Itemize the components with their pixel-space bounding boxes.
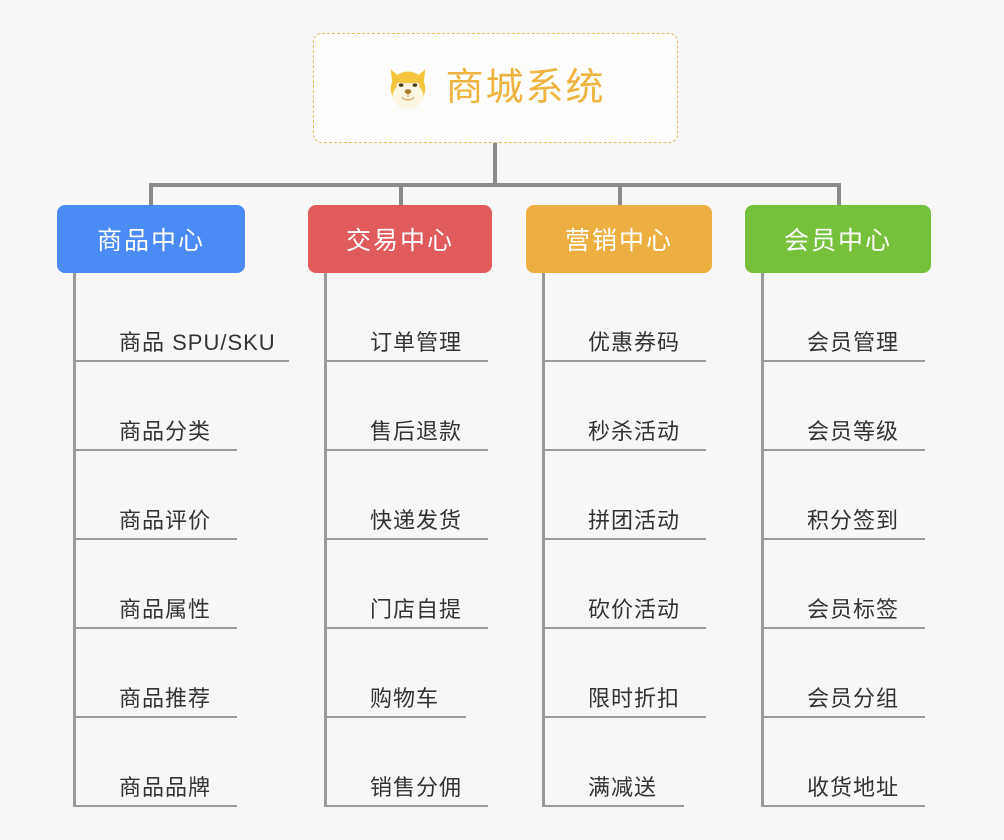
leaf-item-rule	[73, 360, 289, 362]
leaf-item-label: 积分签到	[807, 507, 900, 533]
leaf-item-label: 优惠券码	[588, 329, 681, 355]
leaf-item[interactable]: 商品评价	[73, 451, 276, 540]
column-spine	[73, 273, 76, 807]
leaf-item-label: 门店自提	[370, 596, 463, 622]
leaf-item-rule	[73, 716, 237, 718]
category-label: 商品中心	[96, 227, 205, 255]
leaf-item-rule	[542, 538, 706, 540]
leaf-item-rule	[761, 538, 925, 540]
leaf-item-rule	[324, 538, 488, 540]
leaf-item-label: 会员分组	[807, 685, 900, 711]
category-label: 会员中心	[783, 227, 892, 255]
leaf-item-rule	[542, 627, 706, 629]
connector-root-stem	[493, 143, 497, 185]
leaf-item-label: 秒杀活动	[588, 418, 681, 444]
leaf-item-rule	[324, 360, 488, 362]
leaf-item-rule	[324, 716, 466, 718]
leaf-item[interactable]: 销售分佣	[324, 718, 488, 807]
leaf-item-rule	[542, 449, 706, 451]
leaf-item-rule	[761, 449, 925, 451]
leaf-item-rule	[324, 449, 488, 451]
leaf-item[interactable]: 拼团活动	[542, 451, 706, 540]
leaf-item[interactable]: 售后退款	[324, 362, 488, 451]
leaf-item-label: 快递发货	[370, 507, 463, 533]
leaf-item[interactable]: 购物车	[324, 629, 466, 718]
leaf-item-rule	[761, 805, 925, 807]
leaf-item[interactable]: 商品 SPU/SKU	[73, 273, 289, 362]
category-node-member-center[interactable]: 会员中心	[745, 205, 931, 273]
leaf-item[interactable]: 积分签到	[761, 451, 925, 540]
leaf-item[interactable]: 限时折扣	[542, 629, 706, 718]
connector-horizontal-bus	[149, 183, 841, 187]
connector-drop-product	[149, 183, 153, 207]
leaf-item-rule	[761, 360, 925, 362]
leaf-item[interactable]: 商品品牌	[73, 718, 276, 807]
root-node[interactable]: 商城系统	[313, 33, 678, 143]
leaf-item[interactable]: 会员等级	[761, 362, 925, 451]
leaf-item[interactable]: 会员标签	[761, 540, 925, 629]
leaf-item-rule	[324, 805, 488, 807]
leaf-item-rule	[73, 805, 237, 807]
leaf-item[interactable]: 快递发货	[324, 451, 488, 540]
leaf-item-label: 砍价活动	[588, 596, 681, 622]
leaf-item-label: 销售分佣	[370, 774, 463, 800]
leaf-item-rule	[73, 449, 237, 451]
connector-drop-member	[837, 183, 841, 207]
connector-drop-trade	[399, 183, 403, 207]
leaf-item-label: 购物车	[370, 685, 440, 711]
leaf-item-rule	[542, 360, 706, 362]
leaf-item-label: 商品品牌	[119, 774, 212, 800]
leaf-item-rule	[73, 538, 237, 540]
leaf-item-label: 会员等级	[807, 418, 900, 444]
leaf-item[interactable]: 订单管理	[324, 273, 488, 362]
leaf-item-rule	[761, 716, 925, 718]
leaf-item[interactable]: 会员分组	[761, 629, 925, 718]
category-node-product-center[interactable]: 商品中心	[57, 205, 245, 273]
leaf-item-label: 商品评价	[119, 507, 212, 533]
leaf-item-label: 会员管理	[807, 329, 900, 355]
leaf-item[interactable]: 会员管理	[761, 273, 925, 362]
column-spine	[542, 273, 545, 807]
leaf-column-marketing-center: 优惠券码秒杀活动拼团活动砍价活动限时折扣满减送	[542, 273, 706, 807]
leaf-column-product-center: 商品 SPU/SKU 商品分类商品评价商品属性商品推荐商品品牌	[73, 273, 289, 807]
leaf-item-label: 收货地址	[807, 774, 900, 800]
column-spine	[761, 273, 764, 807]
leaf-item-label: 商品属性	[119, 596, 212, 622]
leaf-column-trade-center: 订单管理售后退款快递发货门店自提购物车销售分佣	[324, 273, 488, 807]
leaf-item[interactable]: 收货地址	[761, 718, 925, 807]
leaf-item-rule	[73, 627, 237, 629]
leaf-item-label: 商品推荐	[119, 685, 212, 711]
category-node-marketing-center[interactable]: 营销中心	[526, 205, 712, 273]
leaf-item-label: 限时折扣	[588, 685, 681, 711]
leaf-item-label: 订单管理	[370, 329, 463, 355]
leaf-item-label: 售后退款	[370, 418, 463, 444]
leaf-item[interactable]: 砍价活动	[542, 540, 706, 629]
leaf-item-rule	[542, 716, 706, 718]
dog-face-icon	[391, 69, 426, 110]
leaf-column-member-center: 会员管理会员等级积分签到会员标签会员分组收货地址	[761, 273, 925, 807]
category-label: 营销中心	[564, 227, 673, 255]
leaf-item-rule	[761, 627, 925, 629]
column-spine	[324, 273, 327, 807]
leaf-item-label: 满减送	[588, 774, 658, 800]
leaf-item[interactable]: 商品属性	[73, 540, 276, 629]
leaf-item[interactable]: 门店自提	[324, 540, 488, 629]
leaf-item-rule	[324, 627, 488, 629]
connector-drop-marketing	[618, 183, 622, 207]
leaf-item-rule	[542, 805, 684, 807]
leaf-item-label: 商品 SPU/SKU	[119, 329, 276, 355]
category-node-trade-center[interactable]: 交易中心	[308, 205, 492, 273]
leaf-item-label: 拼团活动	[588, 507, 681, 533]
leaf-item[interactable]: 商品分类	[73, 362, 276, 451]
category-label: 交易中心	[345, 227, 454, 255]
leaf-item-label: 商品分类	[119, 418, 212, 444]
leaf-item[interactable]: 商品推荐	[73, 629, 276, 718]
leaf-item[interactable]: 秒杀活动	[542, 362, 706, 451]
leaf-item-label: 会员标签	[807, 596, 900, 622]
leaf-item[interactable]: 满减送	[542, 718, 684, 807]
leaf-item[interactable]: 优惠券码	[542, 273, 706, 362]
root-title: 商城系统	[445, 67, 606, 109]
